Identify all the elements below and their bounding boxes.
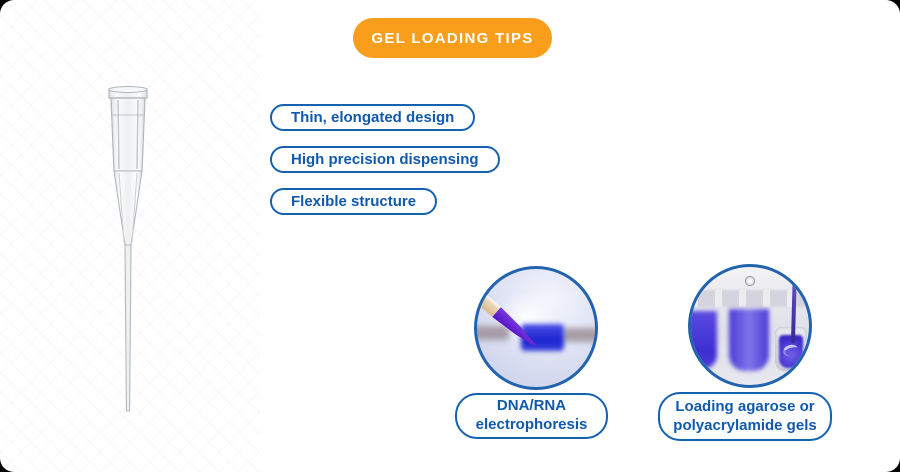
caption-electrophoresis: DNA/RNA electrophoresis <box>455 393 608 439</box>
caption-label: Loading agarose or polyacrylamide gels <box>673 397 817 434</box>
electrophoresis-photo <box>474 266 598 390</box>
header-title-pill: GEL LOADING TIPS <box>353 18 552 58</box>
caption-gel-loading: Loading agarose or polyacrylamide gels <box>658 392 832 441</box>
page-title: GEL LOADING TIPS <box>371 29 534 47</box>
feature-pill-precision: High precision dispensing <box>270 146 500 173</box>
feature-pill-flexible: Flexible structure <box>270 188 438 215</box>
feature-label: High precision dispensing <box>291 151 479 168</box>
blue-well-center <box>729 309 769 371</box>
feature-label: Thin, elongated design <box>291 109 455 126</box>
gel-band-left <box>477 326 509 340</box>
caption-label: DNA/RNA electrophoresis <box>475 397 588 433</box>
gel-comb-notches <box>691 290 809 307</box>
pipette-tip-illustration <box>108 86 148 412</box>
gel-loading-photo <box>688 264 812 388</box>
blue-well-left <box>691 311 717 369</box>
gel-band-right <box>563 328 595 342</box>
feature-pill-thin-design: Thin, elongated design <box>270 104 476 131</box>
buffer-bubbles <box>693 272 807 290</box>
feature-label: Flexible structure <box>291 193 417 210</box>
feature-list: Thin, elongated design High precision di… <box>270 104 500 215</box>
